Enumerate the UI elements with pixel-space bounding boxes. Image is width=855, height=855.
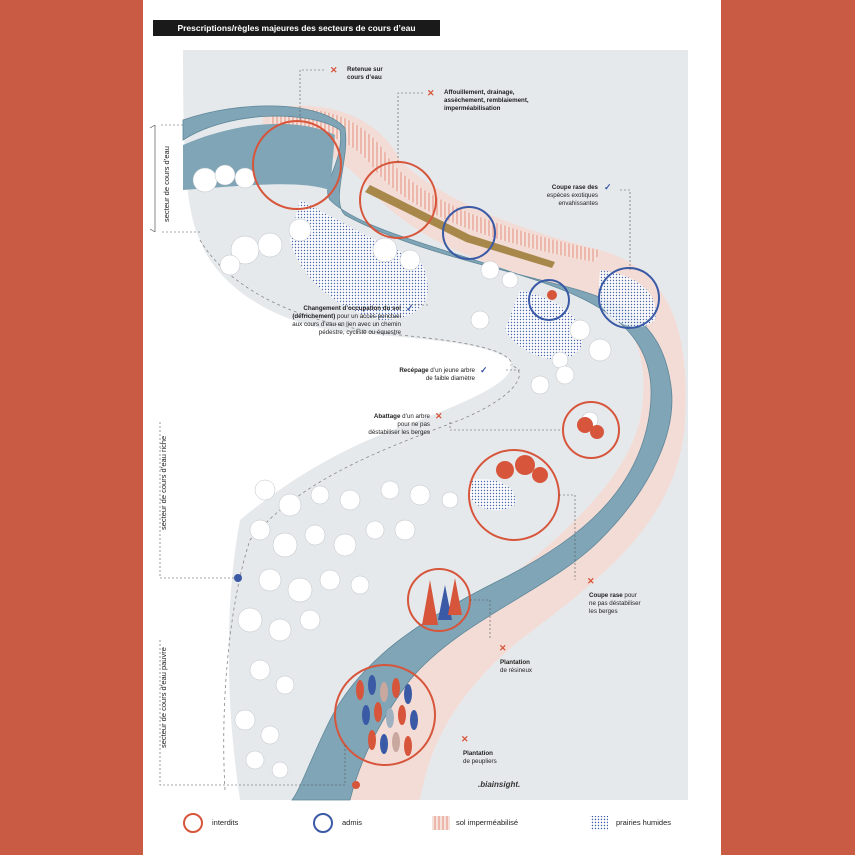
annotation-line: déstabiliser les berges [368,429,430,436]
annotation-line: Coupe rase [589,592,623,599]
annotation-line: pour ne pas [397,421,430,428]
annotation-line: d’un jeune arbre [429,367,475,374]
annotation-line: assèchement, remblaiement, [444,97,529,104]
annotation-line: les berges [589,608,618,615]
page-title: Prescriptions/règles majeures des secteu… [153,20,440,36]
side-label-poor: secteur de cours d’eau pauvre [159,647,168,748]
annotation-line: Coupe rase des [552,184,598,191]
annotation-line: aux cours d’eau en lien avec un chemin [292,321,401,328]
legend-label: sol imperméabilisé [456,818,518,827]
side-label-top: secteur de cours d’eau [162,146,171,222]
credit-logo: .biainsight. [478,780,520,789]
legend-prairies-humides: prairies humides [588,812,610,834]
blue-circle-icon [312,812,334,834]
poor-sector-dot [352,781,360,789]
hatch-swatch-icon [430,812,452,834]
annotation-line: pour [623,592,637,599]
legend-interdits: interdits [182,812,204,834]
annotation-line: de peupliers [463,758,497,765]
legend-label: interdits [212,818,238,827]
annotation-line: Plantation [500,659,530,666]
annotation-line: pour un accès ponctuel [335,313,401,320]
cross-icon: ✕ [461,734,469,745]
annotation-line: Abattage [374,413,400,420]
annotation-line: pédestre, cycliste ou équestre [319,329,401,336]
cross-icon: ✕ [330,65,338,76]
annotation-line: Affouillement, drainage, [444,89,514,96]
annotation-line: envahissantes [558,200,598,207]
annotation-line: Recépage [399,367,428,374]
annotation-line: cours d’eau [347,74,382,81]
annotation-line: de résineux [500,667,532,674]
legend-sol-impermeabilise: sol imperméabilisé [430,812,452,834]
annotation-line: Retenue sur [347,66,383,73]
annotation-line: de faible diamètre [426,375,475,382]
check-icon: ✓ [480,365,488,376]
side-label-rich: secteur de cours d’eau riche [159,436,168,530]
cross-icon: ✕ [587,576,595,587]
annotation-line: imperméabilisation [444,105,500,112]
check-icon: ✓ [604,182,612,193]
annotation-line: ne pas déstabiliser [589,600,641,607]
rich-sector-dot [234,574,242,582]
annotation-line: Plantation [463,750,493,757]
cross-icon: ✕ [435,411,443,422]
dots-swatch-icon [588,812,610,834]
annotation-line: espèces exotiques [547,192,598,199]
annotation-line: (défrichement) [292,313,335,320]
legend-admis: admis [312,812,334,834]
red-circle-icon [182,812,204,834]
legend-label: admis [342,818,362,827]
annotation-line: Changement d’occupation du sol [303,305,401,312]
check-icon: ✓ [406,303,414,314]
legend-label: prairies humides [616,818,671,827]
annotation-line: d’un arbre [400,413,430,420]
cross-icon: ✕ [499,643,507,654]
cross-icon: ✕ [427,88,435,99]
